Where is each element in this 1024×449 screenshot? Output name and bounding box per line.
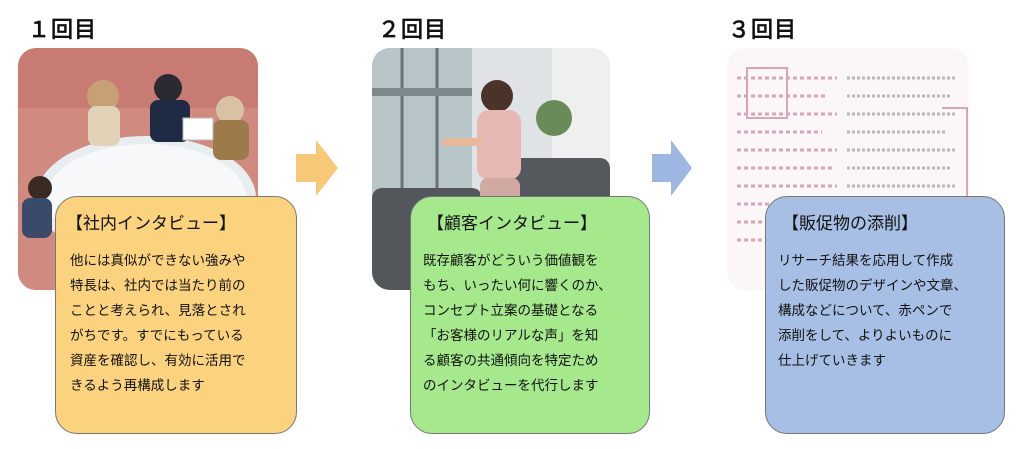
description-line: リサーチ結果を応用して作成 — [778, 253, 954, 269]
step-2-title: 【顧客インタビュー】 — [427, 214, 597, 234]
description-line: 構成などについて、赤ペンで — [778, 303, 953, 319]
step-3-description: リサーチ結果を応用して作成 した販促物のデザインや文章、 構成などについて、赤ペ… — [778, 249, 967, 374]
step-1-card: 【社内インタビュー】 他には真似ができない強みや 特長は、社内では当たり前の こ… — [55, 196, 297, 434]
arrow-right-icon-2 — [652, 140, 692, 196]
step-1-description: 他には真似ができない強みや 特長は、社内では当たり前の ことと考えられ、見落とさ… — [70, 249, 246, 399]
description-line: 「お客様のリアルな声」を知 — [423, 328, 599, 344]
description-line: ことと考えられ、見落とされ — [70, 303, 246, 319]
step-2-description: 既存顧客がどういう価値観を もち、いったい何に響くのか、 コンセプト立案の基礎と… — [423, 249, 612, 399]
description-line: 仕上げていきます — [778, 353, 886, 369]
description-line: 既存顧客がどういう価値観を — [423, 253, 599, 269]
description-line: 他には真似ができない強みや — [70, 253, 246, 269]
description-line: のインタビューを代行します — [423, 378, 599, 394]
arrow-right-icon-1 — [296, 140, 338, 196]
description-line: 資産を確認し、有効に活用で — [70, 353, 246, 369]
step-3-label: ３回目 — [728, 18, 798, 43]
description-line: 特長は、社内では当たり前の — [70, 278, 246, 294]
description-line: コンセプト立案の基礎となる — [423, 303, 599, 319]
description-line: もち、いったい何に響くのか、 — [423, 278, 612, 294]
description-line: きるよう再構成します — [70, 378, 205, 394]
description-line: 添削をして、よりよいものに — [778, 328, 953, 344]
description-line: した販促物のデザインや文章、 — [778, 278, 967, 294]
step-2-label: ２回目 — [378, 18, 448, 43]
description-line: がちです。すでにもっている — [70, 328, 244, 344]
step-3-title: 【販促物の添削】 — [782, 214, 918, 234]
step-3-card: 【販促物の添削】 リサーチ結果を応用して作成 した販促物のデザインや文章、 構成… — [765, 196, 1005, 434]
step-2-card: 【顧客インタビュー】 既存顧客がどういう価値観を もち、いったい何に響くのか、 … — [410, 196, 650, 434]
description-line: る顧客の共通傾向を特定ため — [423, 353, 599, 369]
step-1-label: １回目 — [28, 18, 98, 43]
step-1-title: 【社内インタビュー】 — [66, 214, 236, 234]
